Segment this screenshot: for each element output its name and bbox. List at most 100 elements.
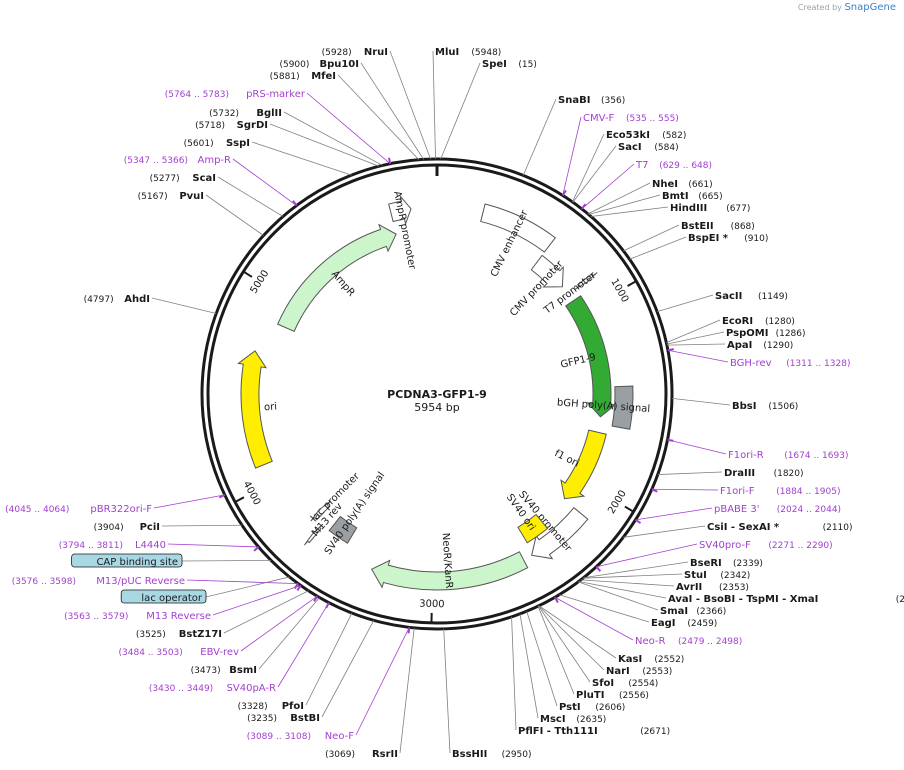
site-pflfi-tth111i[interactable]: PflFI - Tth111I(2671) — [518, 726, 670, 737]
site-amp-r[interactable]: Amp-R(5347 .. 5366) — [124, 155, 231, 166]
site-bglii[interactable]: BglII(5732) — [209, 108, 282, 119]
site-label-sv40pro-f: SV40pro-F — [699, 540, 751, 551]
site-m13-puc-reverse[interactable]: M13/pUC Reverse(3576 .. 3598) — [12, 576, 185, 587]
site-eagi[interactable]: EagI(2459) — [651, 618, 717, 629]
site-label-nhei: NheI — [652, 179, 678, 190]
site-pluti[interactable]: PluTI(2556) — [576, 690, 649, 701]
site-pfoi[interactable]: PfoI(3328) — [238, 701, 304, 712]
site-coord-nrui: (5928) — [322, 48, 352, 58]
site-psti[interactable]: PstI(2606) — [559, 702, 625, 713]
site-m13-reverse[interactable]: M13 Reverse(3563 .. 3579) — [64, 611, 211, 622]
primer-mark-l4440 — [253, 546, 260, 552]
site-pcii[interactable]: PciI(3904) — [94, 522, 160, 533]
site-avrii[interactable]: AvrII(2353) — [676, 582, 749, 593]
site-coord-f1ori-r: (1674 .. 1693) — [784, 451, 848, 461]
site-t7[interactable]: T7(629 .. 648) — [635, 160, 712, 171]
site-bstbi[interactable]: BstBI(3235) — [247, 713, 320, 724]
site-cap-binding-site[interactable]: CAP binding site — [71, 553, 183, 568]
site-ecori[interactable]: EcoRI(1280) — [722, 316, 795, 327]
site-sfoi[interactable]: SfoI(2554) — [592, 678, 658, 689]
site-coord-csii-sexai: (2110) — [823, 523, 853, 533]
site-rsrii[interactable]: RsrII(3069) — [325, 749, 398, 760]
site-lac-operator[interactable]: lac operator — [120, 589, 207, 604]
site-label-nari: NarI — [606, 666, 630, 677]
site-coord-ahdi: (4797) — [84, 295, 114, 305]
site-coord-bgh-rev: (1311 .. 1328) — [786, 359, 850, 369]
plasmid-length: 5954 bp — [414, 401, 459, 414]
site-label-sv40pa-r: SV40pA-R — [227, 683, 276, 694]
site-sgrdi[interactable]: SgrDI(5718) — [195, 120, 268, 131]
leader-sgrdi — [269, 123, 380, 167]
site-f1ori-r[interactable]: F1ori-R(1674 .. 1693) — [728, 450, 848, 461]
site-pbr322ori-f[interactable]: pBR322ori-F(4045 .. 4064) — [5, 504, 152, 515]
site-apai[interactable]: ApaI(1290) — [727, 340, 793, 351]
site-saci[interactable]: SacI(584) — [618, 142, 679, 153]
leader-nari — [538, 605, 605, 671]
site-prs-marker[interactable]: pRS-marker(5764 .. 5783) — [165, 89, 306, 100]
site-hindiii[interactable]: HindIII(677) — [670, 203, 750, 214]
site-avai-bsobi-tspmi-xmai[interactable]: AvaI - BsoBI - TspMI - XmaI(2364) — [668, 594, 904, 605]
feature-f1-ori[interactable]: f1 ori — [553, 429, 607, 500]
feature-shape-ampr — [276, 223, 397, 333]
leader-m13-reverse — [212, 585, 301, 616]
leader-bpu10i — [360, 62, 424, 160]
site-ebv-rev[interactable]: EBV-rev(3484 .. 3503) — [119, 647, 240, 658]
site-neo-r[interactable]: Neo-R(2479 .. 2498) — [635, 636, 742, 647]
site-pvui[interactable]: PvuI(5167) — [138, 191, 204, 202]
site-sv40pro-f[interactable]: SV40pro-F(2271 .. 2290) — [699, 540, 833, 551]
site-bbsi[interactable]: BbsI(1506) — [732, 401, 798, 412]
site-kasi[interactable]: KasI(2552) — [618, 654, 684, 665]
site-box-cap-binding-site — [71, 553, 183, 568]
site-msci[interactable]: MscI(2635) — [540, 714, 606, 725]
site-csii-sexai[interactable]: CsiI - SexAI *(2110) — [707, 522, 853, 533]
site-bgh-rev[interactable]: BGH-rev(1311 .. 1328) — [730, 358, 850, 369]
site-snabi[interactable]: SnaBI(356) — [558, 95, 625, 106]
site-bmti[interactable]: BmtI(665) — [662, 191, 723, 202]
site-ahdi[interactable]: AhdI(4797) — [84, 294, 150, 305]
site-mlui[interactable]: MluI(5948) — [435, 47, 501, 58]
site-cmv-f[interactable]: CMV-F(535 .. 555) — [583, 113, 679, 124]
site-neo-f[interactable]: Neo-F(3089 .. 3108) — [247, 731, 355, 742]
leader-kasi — [538, 605, 617, 659]
site-label-cmv-f: CMV-F — [583, 113, 614, 124]
site-f1ori-f[interactable]: F1ori-F(1884 .. 1905) — [720, 486, 840, 497]
feature-neor-kanr[interactable]: NeoR/KanR — [371, 532, 529, 591]
site-bpu10i[interactable]: Bpu10I(5900) — [279, 59, 359, 70]
leader-rsrii — [399, 627, 415, 754]
site-label-m13-reverse: M13 Reverse — [146, 611, 211, 622]
primer-mark-pbr322ori-f — [218, 493, 226, 499]
site-stui[interactable]: StuI(2342) — [684, 570, 750, 581]
feature-ampr[interactable]: AmpR — [276, 223, 397, 333]
site-bspei[interactable]: BspEI *(910) — [688, 233, 768, 244]
site-label-neo-r: Neo-R — [635, 636, 666, 647]
site-eco53ki[interactable]: Eco53kI(582) — [606, 130, 686, 141]
site-nrui[interactable]: NruI(5928) — [322, 47, 388, 58]
site-sspi[interactable]: SspI(5601) — [184, 138, 250, 149]
site-bsshii[interactable]: BssHII(2950) — [452, 749, 532, 760]
site-bseri[interactable]: BseRI(2339) — [690, 558, 763, 569]
site-pspomi[interactable]: PspOMI(1286) — [726, 328, 806, 339]
site-bsmi[interactable]: BsmI(3473) — [191, 665, 257, 676]
site-scai[interactable]: ScaI(5277) — [150, 173, 216, 184]
site-l4440[interactable]: L4440(3794 .. 3811) — [59, 540, 166, 551]
site-mfei[interactable]: MfeI(5881) — [270, 71, 336, 82]
feature-ori[interactable]: ori — [237, 350, 277, 469]
site-nhei[interactable]: NheI(661) — [652, 179, 713, 190]
site-pbabe-3[interactable]: pBABE 3'(2024 .. 2044) — [714, 504, 841, 515]
site-sacii[interactable]: SacII(1149) — [715, 291, 788, 302]
site-smai[interactable]: SmaI(2366) — [660, 606, 726, 617]
leader-neo-r — [554, 596, 634, 641]
site-draiii[interactable]: DraIII(1820) — [724, 468, 804, 479]
site-label-smai: SmaI — [660, 606, 688, 617]
site-sv40pa-r[interactable]: SV40pA-R(3430 .. 3449) — [149, 683, 276, 694]
site-label-bseri: BseRI — [690, 558, 722, 569]
site-label-apai: ApaI — [727, 340, 752, 351]
feature-ampr-promoter[interactable]: AmpR promoter — [388, 190, 418, 271]
site-spei[interactable]: SpeI(15) — [482, 59, 537, 70]
site-label-eco53ki: Eco53kI — [606, 130, 650, 141]
feature-shape-sv40-poly-a-signal — [328, 515, 358, 544]
site-bstz17i[interactable]: BstZ17I(3525) — [136, 629, 222, 640]
site-nari[interactable]: NarI(2553) — [606, 666, 672, 677]
site-bsteii[interactable]: BstEII(868) — [681, 221, 755, 232]
